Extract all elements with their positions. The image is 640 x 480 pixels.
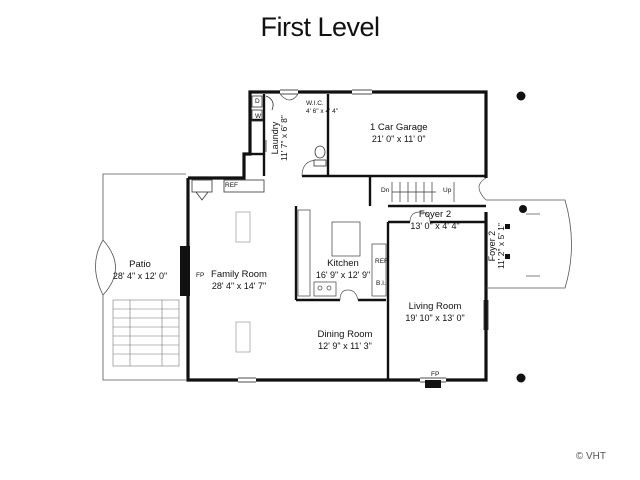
dining-room-label: Dining Room 12' 9" x 11' 3" bbox=[317, 329, 373, 351]
patio-outline bbox=[95, 173, 186, 381]
interior-walls bbox=[250, 94, 486, 380]
kitchen-counters bbox=[297, 209, 387, 297]
fireplace-living-shape bbox=[425, 380, 441, 388]
patio-pergola bbox=[112, 299, 180, 367]
stairs-up-label: Up bbox=[443, 187, 452, 194]
family-tables bbox=[235, 211, 251, 353]
wic-label: W.I.C. 4' 6" x 4' 4" bbox=[306, 100, 339, 116]
foyer2-side-label: Foyer 2 11' 2" x 5' 1" bbox=[486, 223, 507, 270]
patio-label: Patio 28' 4" x 12' 0" bbox=[112, 259, 168, 281]
page-title: First Level bbox=[260, 12, 380, 42]
ref-kitchen-label: REF bbox=[375, 258, 388, 265]
stairs bbox=[391, 182, 455, 202]
copyright-text: © VHT bbox=[575, 451, 606, 462]
fireplace-living-label: FP bbox=[431, 371, 440, 378]
front-porch bbox=[486, 199, 572, 289]
fireplace-family-shape bbox=[180, 246, 190, 296]
exterior-posts bbox=[516, 91, 527, 383]
laundry-appliances bbox=[251, 95, 274, 152]
garage-label: 1 Car Garage 21' 0" x 11' 0" bbox=[370, 122, 428, 144]
washer-label: W bbox=[255, 113, 262, 120]
dryer-label: D bbox=[255, 98, 260, 105]
kitchen-label: Kitchen 16' 9" x 12' 9" bbox=[315, 258, 371, 280]
built-in-label: B.I. bbox=[376, 280, 386, 287]
laundry-label: Laundry 11' 7" x 6' 8" bbox=[269, 115, 290, 162]
door-swings bbox=[279, 93, 487, 301]
toilet bbox=[313, 145, 327, 167]
fireplace-family-label: FP bbox=[196, 272, 205, 279]
foyer2-main-label: Foyer 2 13' 0" x 4' 4" bbox=[410, 209, 460, 231]
stairs-down-label: Dn bbox=[381, 187, 390, 194]
ref-top-label: REF bbox=[225, 182, 238, 189]
ref-cabinet bbox=[191, 179, 265, 201]
family-room-label: Family Room 28' 4" x 14' 7" bbox=[211, 269, 267, 291]
living-room-label: Living Room 19' 10" x 13' 0" bbox=[405, 301, 465, 323]
porch-columns bbox=[505, 224, 510, 259]
